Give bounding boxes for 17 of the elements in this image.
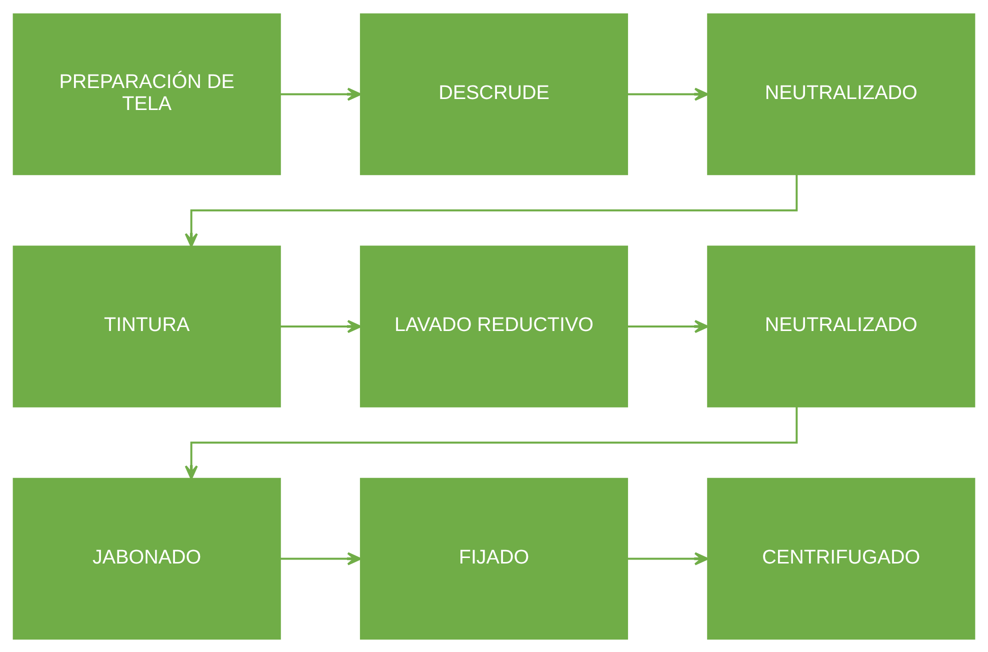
arrow <box>280 87 362 100</box>
node-box: TINTURA <box>12 245 281 407</box>
node-box: JABONADO <box>12 477 281 640</box>
arrow <box>184 174 798 247</box>
arrow <box>628 319 708 333</box>
arrow <box>628 87 708 100</box>
node-box: FIJADO <box>360 477 628 640</box>
node-box: PREPARACIÓN DE TELA <box>12 12 281 175</box>
node-box: LAVADO REDUCTIVO <box>360 245 628 407</box>
arrow <box>628 552 708 565</box>
arrow <box>280 319 362 333</box>
arrow <box>184 406 798 479</box>
arrow <box>280 552 362 565</box>
node-box: CENTRIFUGADO <box>707 477 976 640</box>
node-box: NEUTRALIZADO <box>707 12 976 175</box>
node-box: DESCRUDE <box>360 12 628 175</box>
node-box: NEUTRALIZADO <box>707 245 976 407</box>
